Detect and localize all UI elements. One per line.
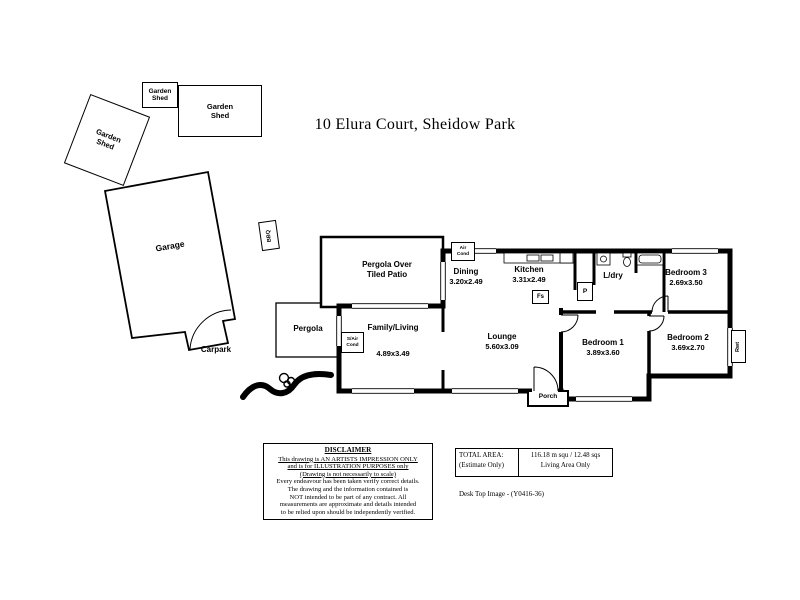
bbq-box: BBQ [258, 219, 280, 252]
window-bedroom3 [672, 248, 718, 254]
rwt-label: Rwt [735, 341, 742, 352]
bush-scribble [278, 372, 296, 388]
laundry-tub [596, 252, 611, 266]
kitchen-name: Kitchen [514, 265, 544, 274]
bedroom3-door-arc [651, 295, 669, 313]
door-arcs [533, 295, 669, 392]
entry-door-arc [533, 366, 559, 392]
kitchen-dims: 3.31x2.49 [512, 274, 546, 284]
window-family [352, 388, 414, 394]
garden-shed-top: Garden Shed [178, 85, 262, 137]
shed-tag-line2: Shed [152, 95, 168, 102]
disclaimer-line: (Drawing is not necessarily to scale) [299, 470, 397, 478]
air-cond-box: Air Cond [451, 242, 475, 261]
shed-tag-line1: Garden [148, 88, 172, 95]
total-area-value1: 116.18 m squ / 12.48 sqs [530, 451, 601, 459]
patio-line1: Pergola Over [362, 260, 412, 269]
toilet-icon [623, 257, 631, 267]
fireplace-box: Fs [532, 290, 549, 304]
footer-note: Desk Top Image - (Y0416-36) [459, 490, 544, 498]
split-air-cond-box: S/Air Cond [341, 332, 364, 353]
disclaimer-line: and is for ILLUSTRATION PURPOSES only [287, 463, 409, 471]
dining-name: Dining [453, 267, 479, 276]
bedroom2-dims: 3.69x2.70 [671, 342, 705, 352]
total-area-value2: Living Area Only [540, 460, 591, 469]
kitchen-sink-icon [540, 254, 554, 262]
air-cond-line1: Air [459, 246, 467, 252]
bedroom1-dims: 3.89x3.60 [586, 347, 620, 357]
room-label-bedroom3: Bedroom 3 2.69x3.50 [648, 268, 724, 287]
pantry-box: P [577, 282, 593, 301]
patio-line2: Tiled Patio [366, 269, 408, 279]
bathroom-fixtures [622, 252, 664, 267]
dining-dims: 3.20x2.49 [449, 276, 483, 286]
room-label-bedroom2: Bedroom 2 3.69x2.70 [650, 333, 726, 352]
family-living-dims: 4.89x3.49 [376, 349, 410, 358]
room-label-lounge: Lounge 5.60x3.09 [471, 332, 533, 351]
room-label-patio: Pergola Over Tiled Patio [327, 260, 447, 279]
disclaimer-line: The drawing and the information containe… [287, 485, 409, 493]
garage-door-arc [189, 309, 232, 350]
room-label-dining: Dining 3.20x2.49 [435, 267, 497, 286]
disclaimer-line: NOT intended to be part of any contract.… [289, 493, 407, 501]
shed-top-line1: Garden [206, 102, 234, 111]
bedroom1-name: Bedroom 1 [582, 338, 624, 347]
lounge-dims: 5.60x3.09 [485, 341, 519, 351]
entry-door-gap [532, 388, 558, 394]
bedroom2-name: Bedroom 2 [667, 333, 709, 342]
kitchen-bench [503, 252, 575, 264]
bathtub-inner [638, 254, 662, 264]
room-label-porch: Porch [538, 393, 558, 400]
bedroom3-dims: 2.69x3.50 [669, 277, 703, 287]
garden-shed-tag: Garden Shed [142, 82, 178, 108]
sliding-door-patio [352, 303, 428, 309]
kitchen-sink-icon [526, 254, 540, 262]
family-living-name: Family/Living [367, 323, 419, 332]
total-area-values: 116.18 m squ / 12.48 sqs Living Area Onl… [519, 449, 612, 476]
total-area-labels: TOTAL AREA: (Estimate Only) [456, 449, 519, 476]
s-air-line2: Cond [346, 342, 359, 348]
fixtures [503, 252, 664, 267]
page-title: 10 Elura Court, Sheidow Park [314, 116, 516, 133]
s-air-line1: S/Air [346, 337, 359, 343]
door-patio-dining [440, 262, 446, 300]
bedroom3-name: Bedroom 3 [665, 268, 707, 277]
total-area-box: TOTAL AREA: (Estimate Only) 116.18 m squ… [455, 448, 613, 477]
disclaimer-line: This drawing is AN ARTISTS IMPRESSION ON… [278, 455, 418, 463]
room-label-kitchen: Kitchen 3.31x2.49 [498, 265, 560, 284]
window-bedroom1 [576, 396, 632, 402]
disclaimer-line: measurements are approximate and details… [279, 501, 417, 509]
room-label-pergola: Pergola [293, 324, 323, 333]
window-lounge [452, 388, 518, 394]
shed-top-line2: Shed [210, 111, 230, 120]
total-area-label2: (Estimate Only) [459, 460, 504, 469]
room-label-laundry: L/dry [603, 271, 623, 280]
carpark-label: Carpark [200, 345, 232, 354]
room-label-bedroom1: Bedroom 1 3.89x3.60 [565, 338, 641, 357]
total-area-label1: TOTAL AREA: [459, 451, 504, 459]
windows [336, 248, 733, 402]
disclaimer-line: to be relied upon should be independentl… [280, 508, 416, 516]
garden-path [240, 371, 334, 400]
rainwater-tank-box: Rwt [731, 330, 746, 363]
disclaimer-line: Every endeavour has been taken verify co… [276, 478, 420, 486]
bedroom2-door-arc [648, 315, 665, 332]
disclaimer-box: DISCLAIMER This drawing is AN ARTISTS IM… [263, 443, 433, 521]
interior-walls [441, 251, 728, 399]
garage-outline [103, 170, 237, 352]
disclaimer-heading: DISCLAIMER [324, 446, 372, 454]
bedroom1-door-arc [560, 314, 579, 333]
pergola-outline [275, 302, 341, 358]
air-cond-line2: Cond [456, 251, 470, 257]
toilet-tank [622, 252, 632, 258]
bbq-label: BBQ [265, 229, 273, 242]
lounge-name: Lounge [487, 332, 517, 341]
fridge-icon [559, 252, 574, 264]
